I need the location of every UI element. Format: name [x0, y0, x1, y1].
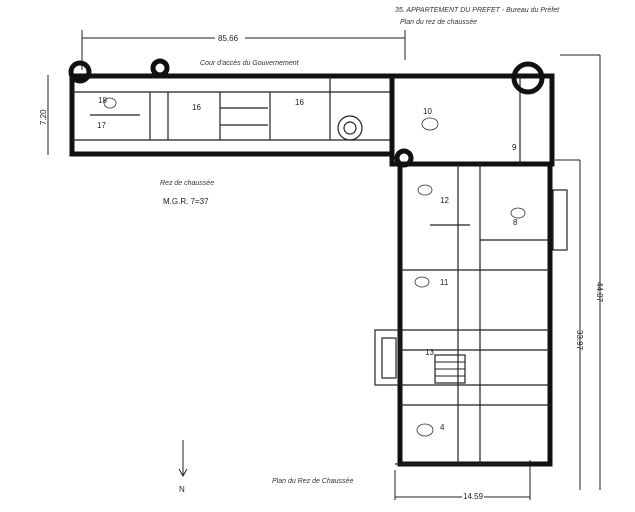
dimension-right-outer-label: 44.07 [595, 282, 604, 303]
dimension-left: 7.20 [39, 75, 49, 155]
dimension-left-label: 7.20 [39, 109, 48, 125]
dimension-bottom-label: 14.59 [463, 492, 484, 501]
room-number: 17 [97, 121, 106, 130]
plan-caption: Plan du Rez de Chaussée [272, 478, 353, 485]
courtyard-note: Cour d'accès du Gouvernement [200, 60, 300, 67]
room-number: 13 [425, 348, 434, 357]
room-number: 9 [512, 143, 517, 152]
north-label: N [179, 485, 185, 494]
dimension-right-inner: 33.97 [555, 159, 584, 490]
dimension-bottom: 14.59 [394, 460, 531, 501]
dimension-right-outer: 44.07 [560, 54, 604, 490]
header-subtitle: Plan du rez de chaussée [400, 19, 477, 26]
east-wing [374, 61, 568, 467]
room-number: 8 [513, 218, 518, 227]
room-number: 4 [440, 423, 445, 432]
scale-reference: M.G.R. 7=37 [163, 197, 209, 206]
room-number: 11 [440, 278, 449, 287]
dimension-top-label: 85.66 [218, 34, 239, 43]
room-number: 12 [440, 196, 449, 205]
floor-label: Rez de chaussée [160, 180, 214, 187]
west-wing [68, 58, 395, 157]
header-title: 35. APPARTEMENT DU PREFET - Bureau du Pr… [395, 7, 560, 14]
north-arrow-icon [178, 440, 188, 478]
room-number: 10 [423, 107, 432, 116]
dimension-right-inner-label: 33.97 [575, 330, 584, 351]
room-number: 16 [192, 103, 201, 112]
room-number: 18 [98, 96, 107, 105]
room-number: 16 [295, 98, 304, 107]
